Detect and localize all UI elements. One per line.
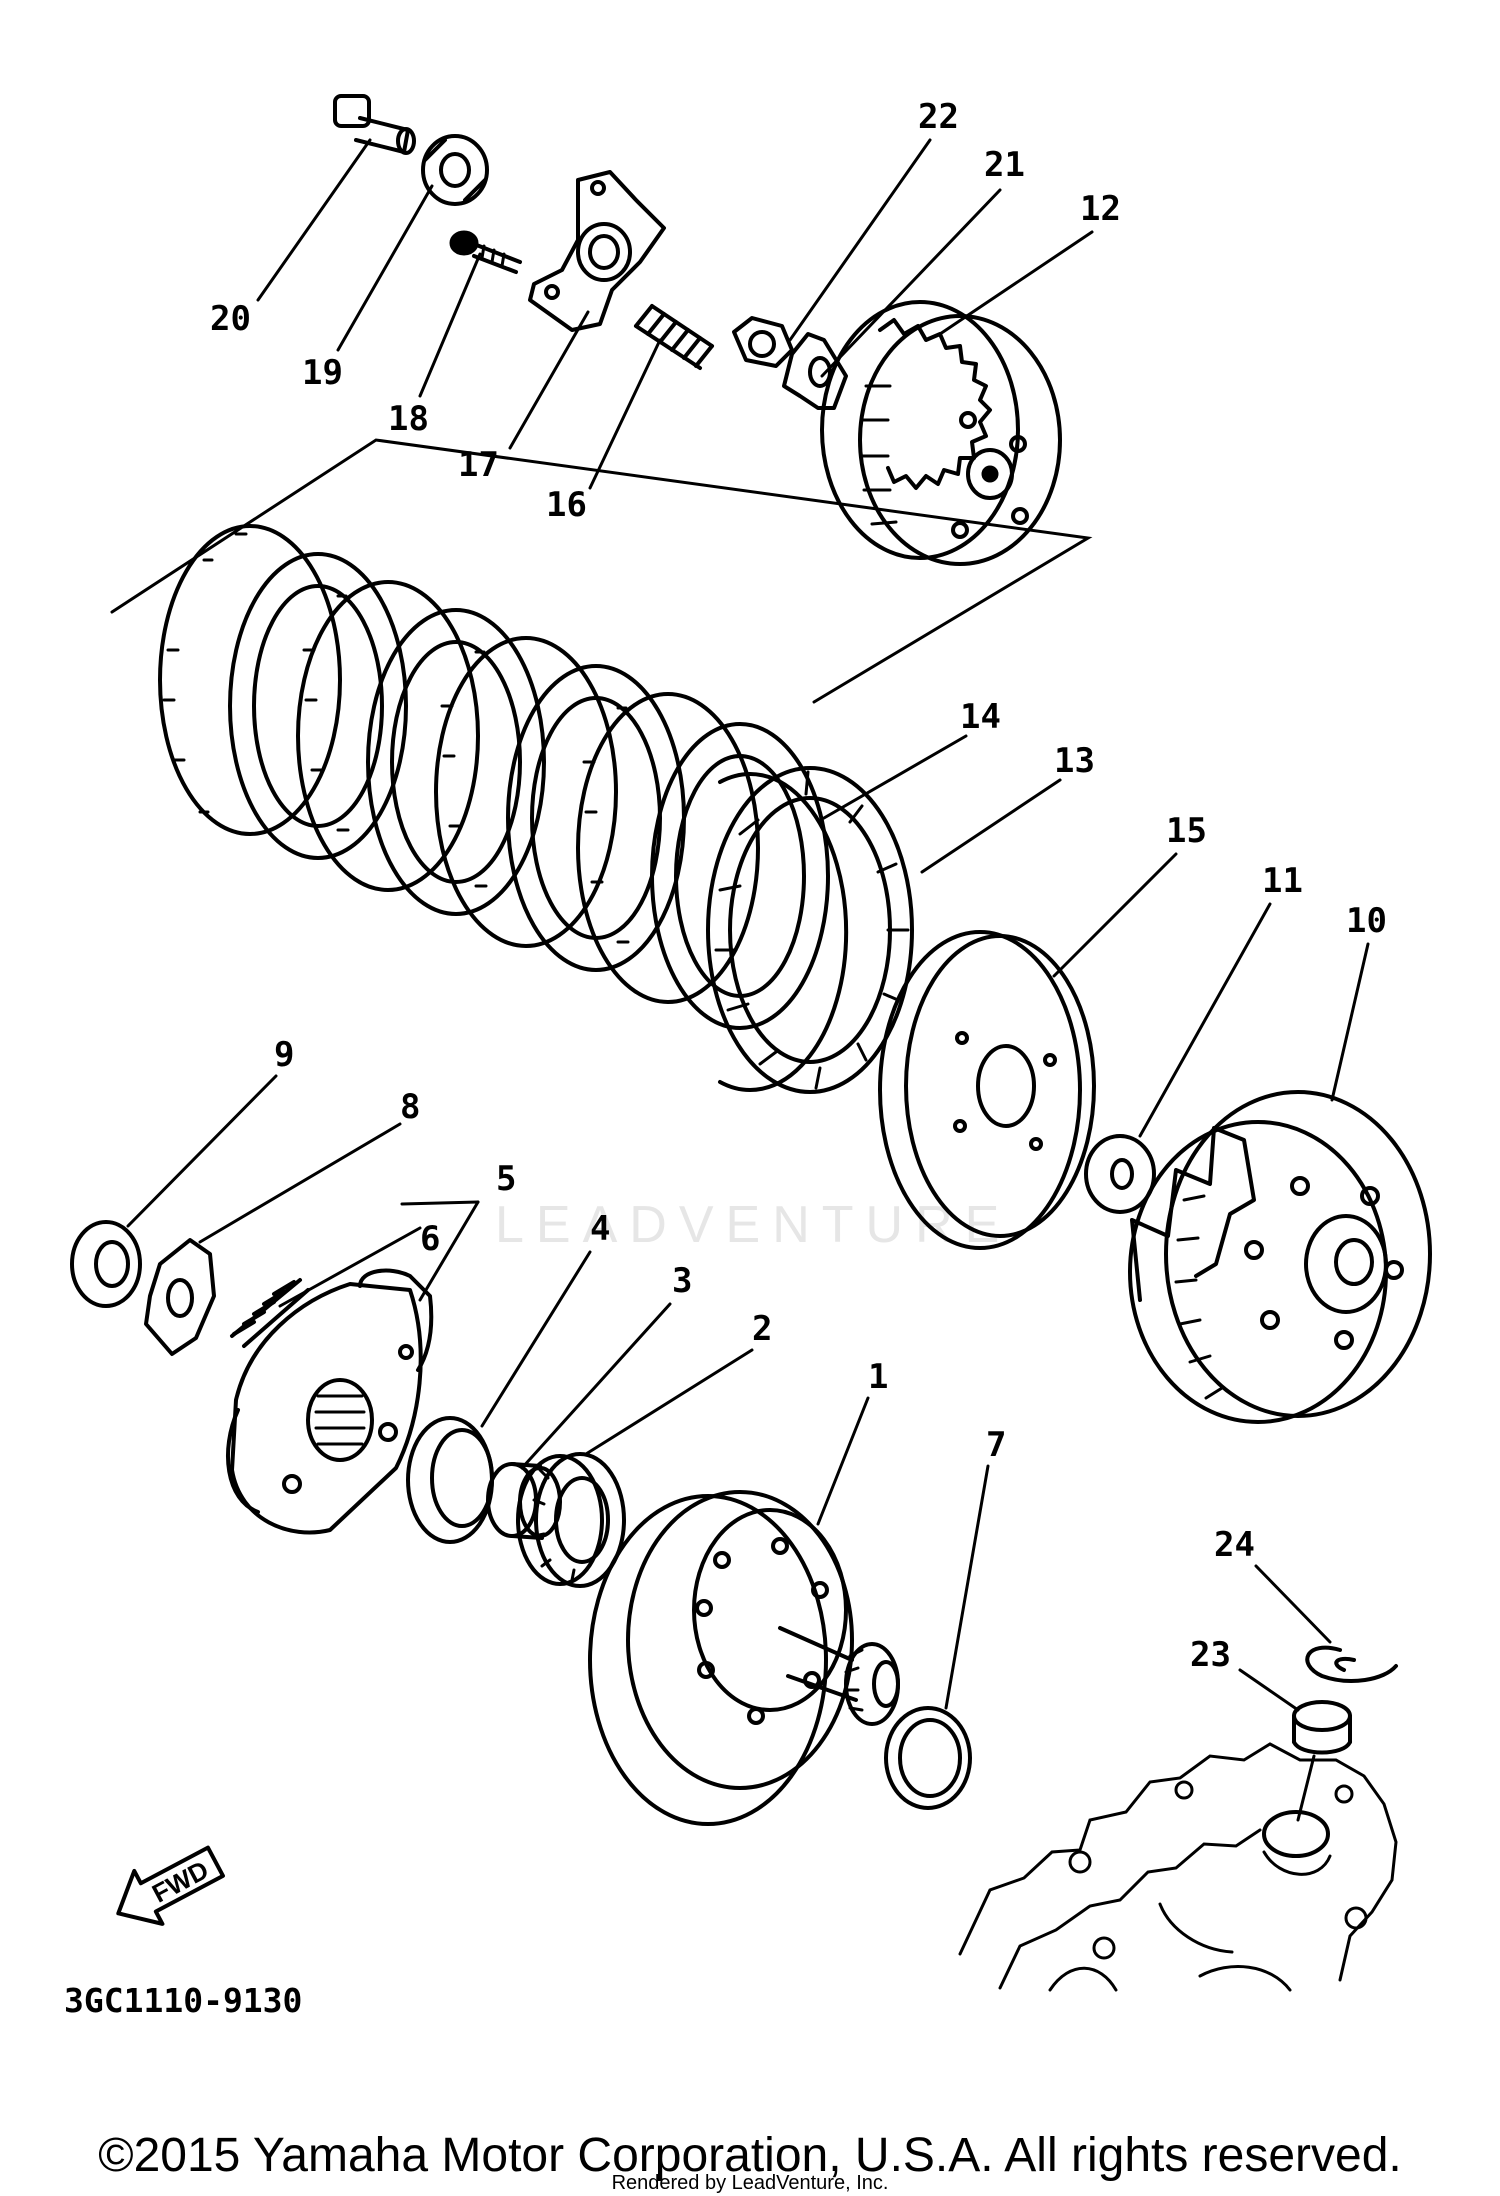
callout-9: 9 [274, 1035, 294, 1075]
part-2-one-way-clutch [516, 1452, 626, 1588]
callout-22: 22 [918, 97, 959, 137]
part-22-nut [732, 316, 794, 368]
part-20-pin [333, 94, 416, 155]
callout-3: 3 [672, 1261, 692, 1301]
part-8-lock-washer [144, 1238, 216, 1356]
part-7-washer [884, 1706, 972, 1810]
part-12-clutch-boss [820, 300, 1062, 566]
callout-6: 6 [420, 1219, 440, 1259]
part-15-plate [878, 930, 1096, 1250]
callout-15: 15 [1166, 811, 1207, 851]
callout-5: 5 [496, 1159, 516, 1199]
callout-19: 19 [302, 353, 343, 393]
part-6-spring [230, 1278, 310, 1348]
part-13-friction-plate [706, 766, 914, 1094]
callout-10: 10 [1346, 901, 1387, 941]
callout-labels: 20 19 18 17 16 22 21 12 14 13 15 11 10 9… [210, 97, 1387, 1675]
leader-lines [126, 138, 1370, 1822]
callout-11: 11 [1262, 861, 1303, 901]
part-14-steel-plate [718, 772, 849, 1092]
callout-2: 2 [752, 1309, 772, 1349]
part-11-washer [1084, 1134, 1156, 1214]
callout-8: 8 [400, 1087, 420, 1127]
callout-1: 1 [868, 1357, 888, 1397]
part-10-clutch-housing [1128, 1090, 1432, 1424]
callout-14: 14 [960, 697, 1001, 737]
callout-7: 7 [986, 1425, 1006, 1465]
rendered-by-notice: Rendered by LeadVenture, Inc. [611, 2172, 889, 2194]
copyright-notice: ©2015 Yamaha Motor Corporation, U.S.A. A… [98, 2129, 1402, 2182]
part-21-lock-washer [782, 332, 848, 410]
diagram-part-code: 3GC1110-9130 [64, 1981, 302, 2020]
part-5-clutch-shoe-assembly [226, 1268, 434, 1535]
callout-18: 18 [388, 399, 429, 439]
part-18-bolt [449, 230, 522, 274]
part-16-spring [634, 304, 714, 370]
callout-13: 13 [1054, 741, 1095, 781]
fwd-arrow-icon: FWD [116, 1845, 225, 1926]
callout-20: 20 [210, 299, 251, 339]
part-4-washer [406, 1416, 494, 1544]
part-24-circlip [1305, 1645, 1398, 1683]
watermark-text: LEADVENTURE [495, 1196, 1011, 1254]
part-clutch-plate-stack [158, 524, 830, 1030]
part-17-pressure-plate [528, 170, 666, 332]
callout-12: 12 [1080, 189, 1121, 229]
part-9-washer [70, 1220, 142, 1308]
callout-16: 16 [546, 485, 587, 525]
callout-21: 21 [984, 145, 1025, 185]
callout-24: 24 [1214, 1525, 1255, 1565]
part-1-clutch-carrier [588, 1490, 900, 1826]
callout-23: 23 [1190, 1635, 1231, 1675]
part-19-bearing [421, 134, 489, 206]
callout-17: 17 [458, 445, 499, 485]
callout-4: 4 [590, 1209, 610, 1249]
part-23-plug [1292, 1700, 1352, 1755]
crankcase-housing [958, 1742, 1398, 1992]
